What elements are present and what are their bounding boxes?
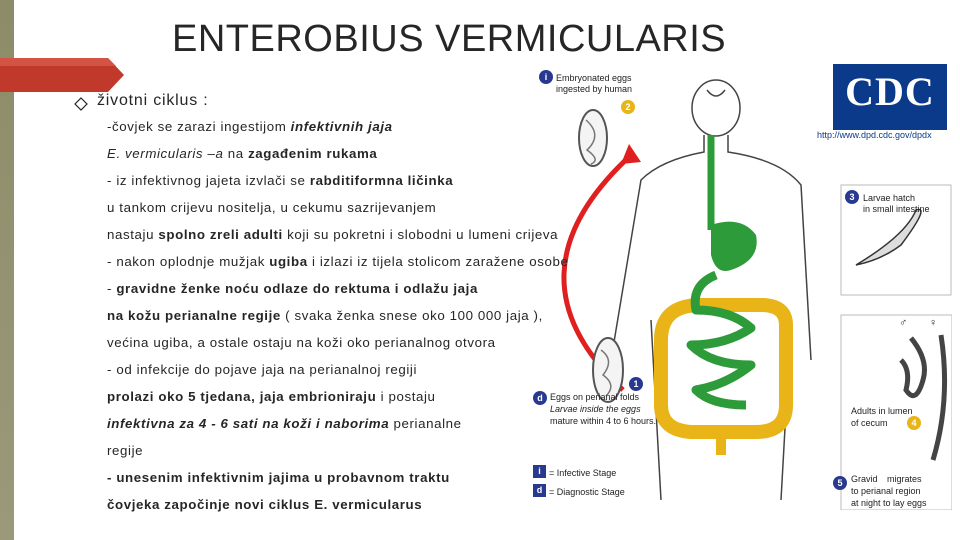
line-segment: ( svaka ženka snese oko 100 000 jaja ), — [280, 308, 543, 323]
lifecycle-line: u tankom crijevu nositelja, u cekumu saz… — [107, 199, 436, 217]
legend-diagnostic-badge: d — [533, 484, 546, 497]
stage-badge-diagnostic: d — [533, 391, 547, 405]
lifecycle-line: čovjeka započinje novi ciklus E. vermicu… — [107, 496, 422, 514]
line-segment: E. vermicularis –a — [107, 146, 224, 161]
step5-label-4: at night to lay eggs — [851, 498, 927, 508]
line-segment: na kožu perianalne regije — [107, 308, 281, 323]
line-segment: - nakon oplodnje mužjak — [107, 254, 270, 269]
step1-label-1: Embryonated eggs — [556, 73, 632, 83]
cdc-url: http://www.dpd.cdc.gov/dpdx — [817, 130, 932, 140]
cycle-arrowhead — [621, 144, 641, 164]
lifecycle-line: E. vermicularis –a na zagađenim rukama — [107, 145, 377, 163]
step-2-badge: 2 — [621, 100, 635, 114]
line-segment: - od infekcije do pojave jaja na periana… — [107, 362, 418, 377]
stage-badge-infective-1: i — [539, 70, 553, 84]
stomach-shape — [711, 221, 757, 271]
embryonated-egg-top — [578, 109, 608, 167]
lifecycle-line: - gravidne ženke noću odlaze do rektuma … — [107, 280, 478, 298]
step-5-badge: 5 — [833, 476, 847, 490]
lifecycle-line: prolazi oko 5 tjedana, jaja embrioniraju… — [107, 388, 436, 406]
line-segment: većina ugiba, a ostale ostaju na koži ok… — [107, 335, 496, 350]
line-segment: i postaju — [376, 389, 436, 404]
line-segment: čovjeka započinje novi ciklus E. vermicu… — [107, 497, 423, 512]
line-segment: gravidne ženke noću odlaze do rektuma i … — [116, 281, 478, 296]
line-segment: perianalne — [389, 416, 462, 431]
stepd-label-3: mature within 4 to 6 hours. — [550, 416, 657, 426]
cdc-lifecycle-diagram: CDC http://www.dpd.cdc.gov/dpdx i Embryo… — [511, 60, 952, 510]
diamond-bullet-icon — [74, 97, 88, 111]
lifecycle-line: na kožu perianalne regije ( svaka ženka … — [107, 307, 543, 325]
line-segment: rabditiformna ličinka — [309, 173, 454, 188]
lifecycle-line: nastaju spolno zreli adulti koji su pokr… — [107, 226, 558, 244]
step-3-badge: 3 — [845, 190, 859, 204]
line-segment: regije — [107, 443, 144, 458]
left-accent-bar — [0, 0, 14, 540]
step1-label-2: ingested by human — [556, 84, 633, 94]
lifecycle-line: - unesenim infektivnim jajima u probavno… — [107, 469, 450, 487]
lifecycle-line: infektivna za 4 - 6 sati na koži i nabor… — [107, 415, 462, 433]
female-symbol: ♀ — [929, 317, 938, 329]
line-segment: - iz infektivnog jajeta izvlači se — [107, 173, 310, 188]
line-segment: nastaju — [107, 227, 159, 242]
adult-female-worm — [930, 334, 948, 461]
adult-male-worm — [899, 336, 927, 399]
line-segment: u tankom crijevu nositelja, u cekumu saz… — [107, 200, 437, 215]
legend-infective: = Infective Stage — [549, 468, 617, 478]
step3-label-2: in small intestine — [863, 204, 930, 214]
line-segment: na — [223, 146, 249, 161]
lifecycle-line: regije — [107, 442, 143, 460]
stepd-label-1: Eggs on perianal folds — [550, 392, 640, 402]
line-segment: -čovjek se zarazi ingestijom — [107, 119, 291, 134]
step3-label-1: Larvae hatch — [863, 193, 916, 203]
legend-infective-badge: i — [533, 465, 546, 478]
step5-label-3: to perianal region — [851, 486, 921, 496]
red-accent-tab — [0, 58, 124, 92]
lifecycle-line: većina ugiba, a ostale ostaju na koži ok… — [107, 334, 496, 352]
egg-perianal — [592, 337, 624, 403]
lifecycle-heading: životni ciklus : — [97, 92, 209, 109]
legend-diagnostic: = Diagnostic Stage — [549, 487, 625, 497]
lifecycle-line: - nakon oplodnje mužjak ugiba i izlazi i… — [107, 253, 569, 271]
slide-title: ENTEROBIUS VERMICULARIS — [172, 18, 727, 60]
line-segment: infektivna za 4 - 6 sati na koži i nabor… — [107, 416, 390, 431]
line-segment: zagađenim rukama — [248, 146, 378, 161]
lifecycle-line: - od infekcije do pojave jaja na periana… — [107, 361, 417, 379]
line-segment: koji su pokretni i slobodni u lumeni cri… — [282, 227, 559, 242]
line-segment: - — [107, 281, 117, 296]
step5-label-2: migrates — [887, 474, 922, 484]
lifecycle-line: -čovjek se zarazi ingestijom infektivnih… — [107, 118, 393, 136]
line-segment: spolno zreli adulti — [158, 227, 283, 242]
male-symbol: ♂ — [899, 317, 908, 329]
lifecycle-illustration — [561, 79, 952, 510]
line-segment: - unesenim infektivnim jajima u probavno… — [107, 470, 450, 485]
step5-label-1: Gravid — [851, 474, 878, 484]
lifecycle-line: - iz infektivnog jajeta izvlači se rabdi… — [107, 172, 453, 190]
larva — [855, 208, 922, 266]
step4-label-1: Adults in lumen — [851, 406, 913, 416]
line-segment: ugiba — [269, 254, 308, 269]
line-segment: i izlazi iz tijela stolicom zaražene oso… — [307, 254, 569, 269]
step4-label-2: of cecum — [851, 418, 888, 428]
step-4-badge: 4 — [907, 416, 921, 430]
line-segment: infektivnih jaja — [290, 119, 393, 134]
colon-shape — [654, 298, 793, 439]
small-intestine-shape — [686, 270, 756, 410]
step-1-badge: 1 — [629, 377, 643, 391]
cdc-logo: CDC — [833, 64, 947, 130]
line-segment: prolazi oko 5 tjedana, jaja embrioniraju — [107, 389, 377, 404]
stepd-label-2: Larvae inside the eggs — [550, 404, 641, 414]
